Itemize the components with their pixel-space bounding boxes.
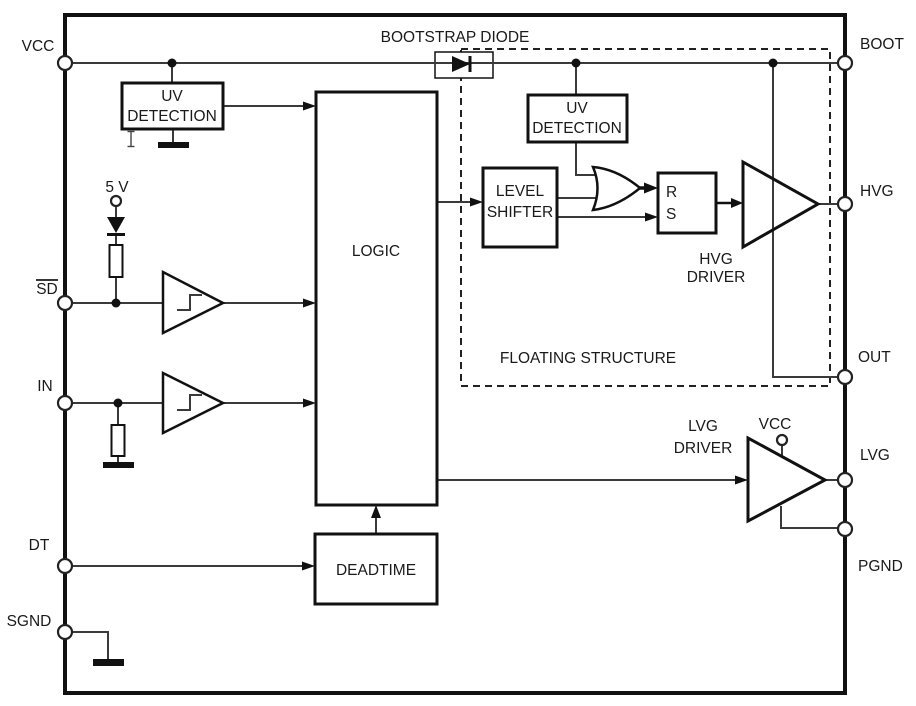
five-volt-terminal [109, 194, 123, 208]
wires [64, 62, 845, 660]
hvg-driver-label-line1: HVG [699, 251, 733, 268]
pin-label-pgnd: PGND [858, 558, 903, 575]
pin-label-sd-group: SD [36, 279, 58, 298]
level-shifter-label-line2: SHIFTER [487, 204, 553, 221]
lvg-to-pgnd-wire [780, 506, 845, 529]
lvg-vcc-label: VCC [759, 416, 792, 433]
clamp-diode-triangle [107, 217, 125, 233]
arrow-into-r [644, 182, 658, 194]
uv1-label-line2: DETECTION [127, 108, 217, 125]
floating-structure-boundary [460, 48, 831, 387]
junction-dot [571, 58, 581, 68]
pin-label-hvg: HVG [860, 183, 894, 200]
lvg-driver-label-line1: LVG [688, 418, 718, 435]
hysteresis-icon [177, 294, 202, 311]
lvg-driver-label-line2: DRIVER [674, 440, 733, 457]
five-volt-label: 5 V [105, 179, 129, 196]
uv1-label-line1: UV [161, 88, 183, 105]
hvg-driver-label-line2: DRIVER [687, 269, 746, 286]
uv-detection-left-block [120, 81, 225, 131]
junction-dots [111, 58, 778, 408]
pin-labels: VCC SD IN DT SGND BOOT HVG OUT LVG PGND [7, 36, 905, 630]
junction-dot [768, 58, 778, 68]
arrow-into-logic-in [303, 398, 316, 408]
logic-block [314, 90, 439, 507]
arrowheads [302, 101, 748, 571]
pin-pgnd [836, 520, 854, 538]
rs-latch-s-label: S [666, 206, 676, 223]
pin-label-sgnd: SGND [7, 613, 52, 630]
text-cursor-artifact [127, 130, 135, 148]
pullup-network [107, 194, 125, 278]
arrow-into-s [645, 212, 658, 222]
arrow-into-levelshifter [470, 197, 483, 207]
pin-label-in: IN [37, 378, 53, 395]
pin-dt [56, 557, 74, 575]
sgnd-ground-wire [64, 631, 109, 660]
uv2-label-line1: UV [566, 100, 588, 117]
pin-in [56, 394, 74, 412]
hysteresis-icon [177, 394, 202, 411]
sgnd-ground-symbol [93, 659, 124, 666]
pin-label-dt: DT [29, 537, 50, 554]
pin-boot [836, 54, 854, 72]
sd-schmitt-trigger [161, 269, 226, 336]
uv-detection-floating-block [526, 93, 629, 144]
uv1-ground-symbol [158, 142, 189, 148]
pin-sgnd [56, 623, 74, 641]
chip-outline [63, 13, 847, 695]
in-schmitt-triangle [161, 370, 226, 436]
block-labels: BOOTSTRAP DIODE 5 V UV DETECTION UV DETE… [105, 29, 791, 579]
floating-structure-label: FLOATING STRUCTURE [500, 350, 676, 367]
uv2-to-or-wire [575, 142, 595, 176]
diode-anode-triangle [452, 56, 470, 72]
deadtime-block [313, 532, 439, 606]
level-shifter-block [481, 166, 559, 249]
arrow-into-lvg-driver [735, 475, 748, 485]
hvg-driver-triangle [741, 159, 822, 250]
pin-vcc [56, 54, 74, 72]
junction-dot [111, 298, 121, 308]
rs-latch-r-label: R [666, 184, 677, 201]
bootstrap-diode-label: BOOTSTRAP DIODE [381, 29, 530, 46]
deadtime-label: DEADTIME [336, 562, 416, 579]
pin-hvg [836, 195, 854, 213]
in-ground-symbol [103, 462, 134, 468]
pin-lvg [836, 471, 854, 489]
pin-label-vcc: VCC [22, 38, 55, 55]
logic-label: LOGIC [352, 243, 400, 260]
lvg-vcc-terminal [775, 433, 789, 447]
pin-out [836, 368, 854, 386]
in-schmitt-trigger [161, 370, 226, 436]
rs-latch-block [656, 171, 718, 235]
sd-pullup-resistor [108, 244, 124, 278]
lvg-driver-triangle [746, 435, 829, 524]
arrow-into-logic-uv [303, 101, 316, 111]
junction-dot [113, 398, 123, 408]
pin-terminals [56, 54, 854, 641]
bootstrap-diode-symbol [452, 56, 472, 72]
level-shifter-label-line1: LEVEL [496, 183, 545, 200]
pin-sd [56, 294, 74, 312]
sd-schmitt-triangle [161, 269, 226, 336]
pin-label-sd: SD [36, 281, 58, 298]
hvg-floating-supply-wire [772, 63, 845, 378]
uv2-label-line2: DETECTION [532, 120, 622, 137]
arrow-into-deadtime [302, 561, 315, 571]
in-pulldown-resistor [110, 424, 126, 457]
arrow-into-logic-sd [303, 298, 316, 308]
pin-label-lvg: LVG [860, 447, 890, 464]
arrow-deadtime-up [371, 505, 381, 518]
pin-label-boot: BOOT [860, 36, 904, 53]
arrow-into-hvg-driver [731, 198, 743, 208]
pin-label-out: OUT [858, 349, 891, 366]
junction-dot [167, 58, 177, 68]
or-gate [591, 165, 642, 212]
